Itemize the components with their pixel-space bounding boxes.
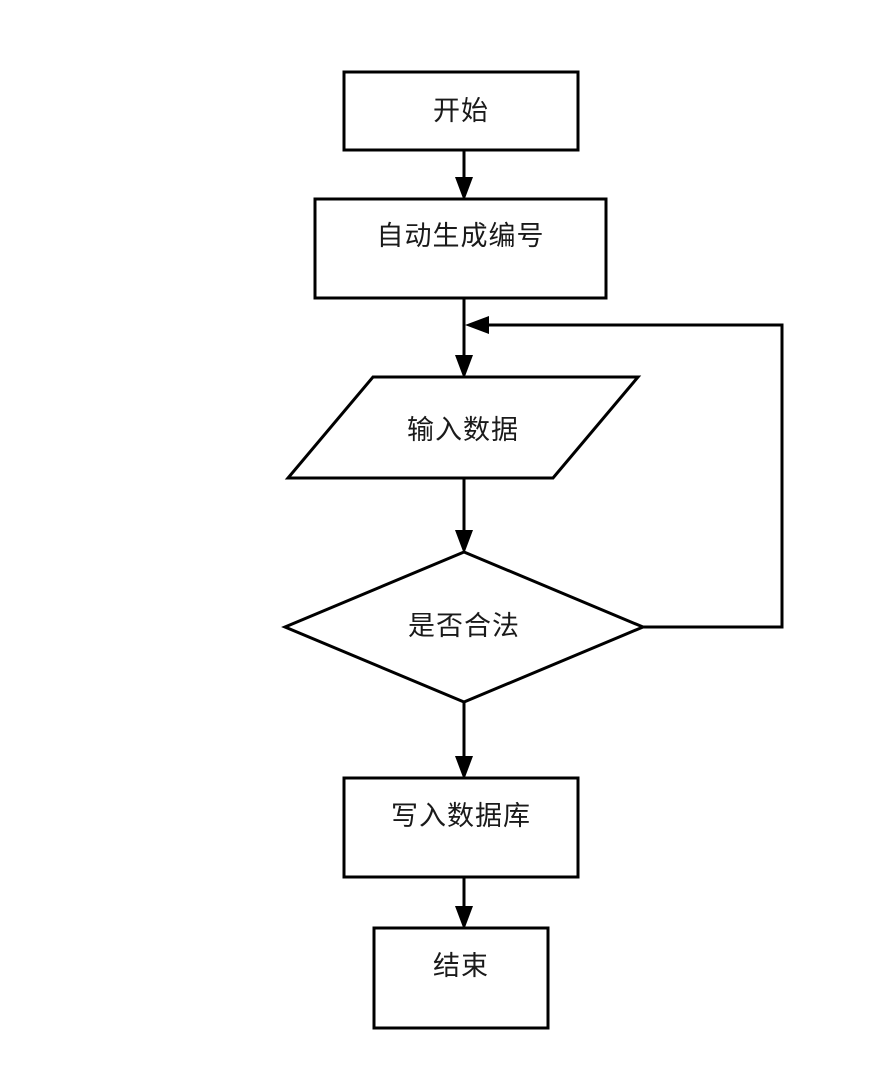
edge-write-db-to-end [455, 877, 473, 930]
node-is-valid-label: 是否合法 [408, 611, 520, 641]
edge-is-valid-to-write-db [455, 702, 473, 780]
node-write-db-label: 写入数据库 [391, 801, 531, 831]
node-end-label: 结束 [433, 951, 489, 981]
node-auto-number-label: 自动生成编号 [376, 221, 545, 251]
node-start-label: 开始 [433, 96, 489, 126]
node-input-data-shape[interactable] [284, 375, 642, 480]
edge-is-valid-feedback-loop [465, 316, 784, 629]
node-end-shape[interactable] [372, 926, 550, 1030]
edge-input-data-to-is-valid [455, 478, 473, 554]
edge-start-to-auto-number [455, 150, 473, 201]
node-write-db-shape[interactable] [342, 776, 580, 879]
node-start-shape[interactable] [342, 70, 580, 152]
node-input-data-label: 输入数据 [407, 415, 519, 445]
node-is-valid-shape[interactable] [281, 550, 647, 704]
edge-auto-number-to-input-data [455, 298, 473, 379]
node-auto-number-shape[interactable] [313, 197, 608, 300]
